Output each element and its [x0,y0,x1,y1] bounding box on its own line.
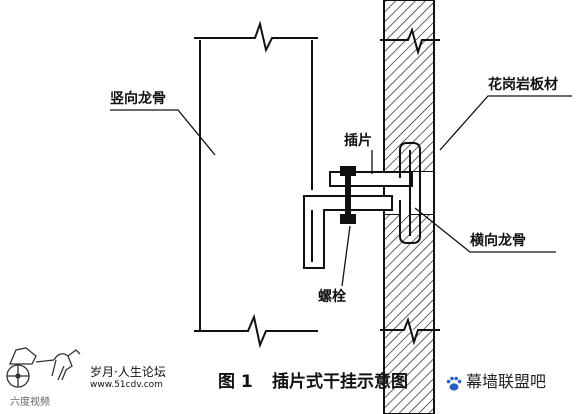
bolt [340,166,356,224]
watermark-text: 幕墙联盟吧 [466,372,547,391]
carriage-logo-icon [6,347,81,388]
label-granite-slab: 花岗岩板材 [488,77,558,93]
leader-lines [110,95,572,287]
horizontal-keel [303,195,393,269]
figure-title: 插片式干挂示意图 [272,372,408,392]
label-bolt: 螺栓 [318,289,346,305]
paw-icon [446,376,462,391]
label-horizontal-keel: 横向龙骨 [470,233,526,249]
logo-small-mark: 六度视频 [10,397,50,408]
vertical-keel [194,20,318,349]
label-insert-plate: 插片 [344,133,372,149]
logo-url: www.51cdv.com [90,380,163,390]
figure-number: 图 1 [218,372,253,392]
logo-name: 岁月·人生论坛 [90,365,166,379]
label-vertical-keel: 竖向龙骨 [110,91,166,107]
